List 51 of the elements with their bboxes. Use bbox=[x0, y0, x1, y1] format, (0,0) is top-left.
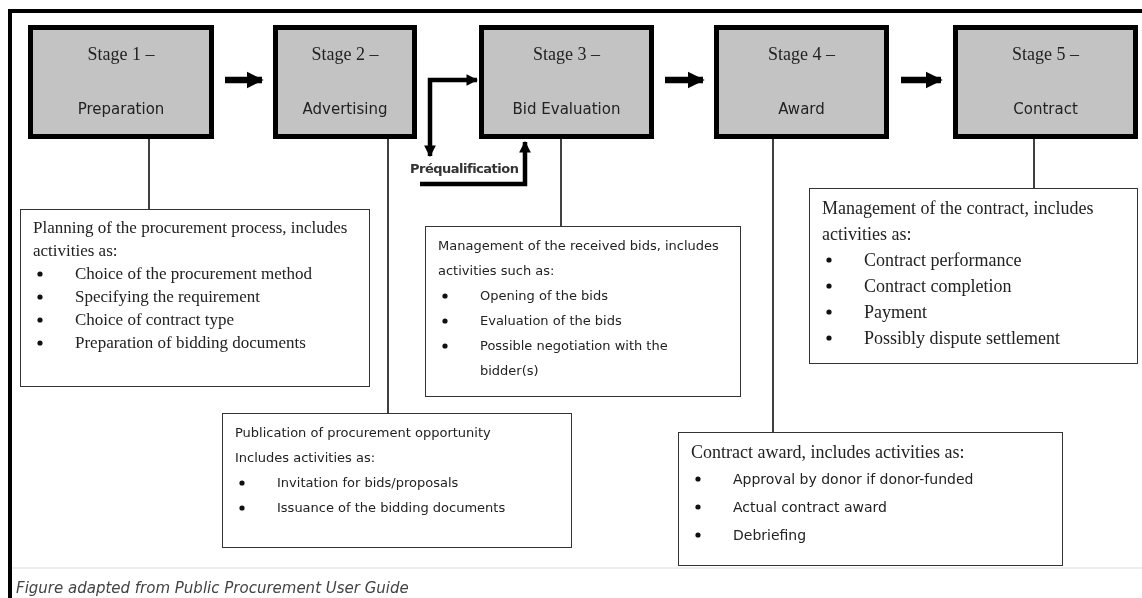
stage-box bbox=[273, 25, 417, 139]
activity-box bbox=[809, 188, 1138, 364]
activity-box bbox=[20, 209, 370, 387]
activity-item: Choice of the procurement method bbox=[75, 264, 312, 283]
stage-box bbox=[479, 25, 654, 139]
activity-item: Specifying the requirement bbox=[75, 287, 261, 306]
activity-item: Preparation of bidding documents bbox=[75, 333, 306, 352]
activity-heading: Contract award, includes activities as: bbox=[691, 441, 966, 464]
activity-heading: Publication of procurement opportunity bbox=[235, 424, 492, 442]
activity-item: Invitation for bids/proposals bbox=[277, 475, 459, 490]
arrow bbox=[424, 74, 479, 158]
activity-heading: Includes activities as: bbox=[235, 449, 377, 467]
stage-box bbox=[714, 25, 889, 139]
activity-heading: Management of the received bids, includes activities such as: bbox=[438, 237, 720, 280]
caption: Figure adapted from Public Procurement User Guide bbox=[16, 579, 409, 597]
activity-item: Contract performance bbox=[864, 250, 1022, 270]
leader-line bbox=[560, 138, 562, 227]
activity-item: Possibly dispute settlement bbox=[864, 328, 1060, 348]
activity-item: Payment bbox=[864, 302, 927, 322]
prequalification-label: Préqualification bbox=[410, 161, 518, 181]
activity-box bbox=[678, 432, 1063, 566]
leader-line bbox=[772, 138, 774, 433]
activity-item: Approval by donor if donor-funded bbox=[733, 471, 974, 487]
activity-heading: Planning of the procurement process, includes activities as: bbox=[33, 217, 349, 262]
stage-name: Advertising bbox=[301, 100, 389, 118]
arrow bbox=[420, 140, 531, 187]
stage-name: Award bbox=[777, 100, 826, 118]
leader-line bbox=[387, 138, 389, 414]
stage-number: Stage 2 – bbox=[310, 44, 380, 65]
stage-name: Contract bbox=[1012, 100, 1079, 118]
activity-item: Debriefing bbox=[733, 527, 807, 543]
stage-name: Preparation bbox=[76, 100, 166, 118]
stage-box bbox=[28, 25, 214, 139]
activity-box bbox=[222, 413, 572, 548]
activity-item: Issuance of the bidding documents bbox=[277, 500, 506, 515]
activity-item: Actual contract award bbox=[733, 499, 887, 515]
activity-item: Contract completion bbox=[864, 276, 1012, 296]
stage-number: Stage 5 – bbox=[1011, 44, 1080, 65]
stage-box bbox=[953, 25, 1138, 139]
activity-item: Choice of contract type bbox=[75, 310, 235, 329]
stage-number: Stage 3 – bbox=[532, 44, 601, 65]
activity-heading: Management of the contract, includes activities as: bbox=[822, 197, 1095, 246]
stage-number: Stage 1 – bbox=[86, 44, 156, 65]
activity-item: Opening of the bids bbox=[480, 288, 608, 303]
activity-box bbox=[425, 226, 741, 397]
leader-line bbox=[148, 138, 150, 210]
activity-item: Possible negotiation with the bidder(s) bbox=[480, 338, 668, 378]
stage-name: Bid Evaluation bbox=[511, 100, 622, 118]
leader-line bbox=[1033, 138, 1035, 189]
stage-number: Stage 4 – bbox=[767, 44, 836, 65]
activity-item: Evaluation of the bids bbox=[480, 313, 622, 328]
